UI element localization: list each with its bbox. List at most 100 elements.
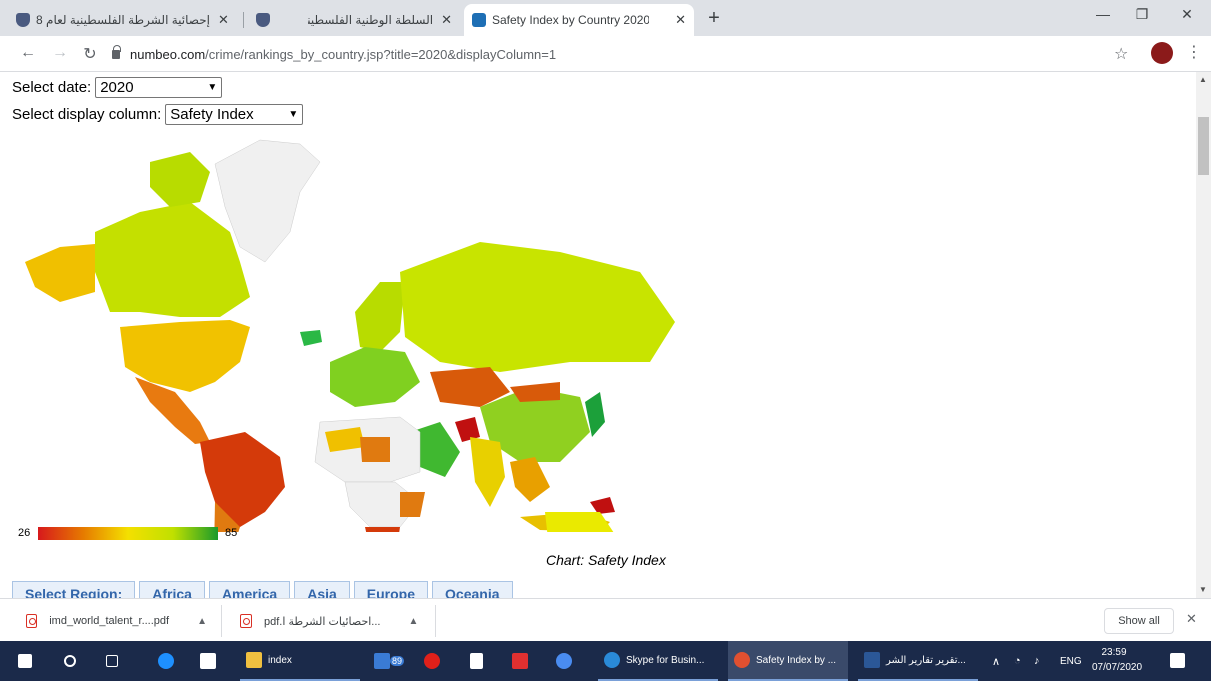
clock-time: 23:59 <box>1101 647 1127 658</box>
map-region-australia <box>545 512 614 532</box>
search-button[interactable] <box>64 641 82 681</box>
map-region-europe-west <box>330 347 420 407</box>
tab-palestinian-authority[interactable]: السلطة الوطنية الفلسطينية ✕ <box>300 4 460 36</box>
scroll-down-icon[interactable]: ▼ <box>1199 585 1207 594</box>
download-bar-close-icon[interactable]: ✕ <box>1186 611 1197 626</box>
taskbar-file[interactable] <box>470 641 489 681</box>
chevron-up-icon[interactable]: ▲ <box>408 615 419 627</box>
volume-icon: ♪ <box>1034 655 1040 667</box>
windows-taskbar: index 89 Skype for Busin... Safety Index… <box>0 641 1211 681</box>
back-button[interactable]: ← <box>20 44 36 61</box>
taskbar-app-label: Safety Index by ... <box>756 654 837 666</box>
map-region-arctic-islands <box>150 152 210 207</box>
profile-avatar[interactable] <box>1151 42 1173 64</box>
taskbar-app-skype[interactable]: Skype for Busin... <box>598 641 718 681</box>
numbeo-favicon-icon <box>472 13 486 27</box>
taskbar-edge[interactable] <box>158 641 180 681</box>
taskbar-app-word[interactable]: ...تقرير تقارير الشر <box>858 641 978 681</box>
tray-volume[interactable]: ♪ <box>1034 641 1040 681</box>
tray-network[interactable]: ◔ <box>1014 641 1021 681</box>
vertical-scrollbar[interactable]: ▲ ▼ <box>1196 72 1211 598</box>
region-tab-oceania[interactable]: Oceania <box>432 581 513 598</box>
tab-title: السلطة الوطنية الفلسطينية <box>308 13 434 27</box>
browser-menu-icon[interactable]: ⋮ <box>1186 44 1202 61</box>
taskbar-app-chrome-safety[interactable]: Safety Index by ... <box>728 641 848 681</box>
region-tab-select[interactable]: Select Region: <box>12 581 136 598</box>
bookmark-star-icon[interactable]: ☆ <box>1114 46 1129 63</box>
window-close-button[interactable]: ✕ <box>1181 6 1193 22</box>
taskbar-mail[interactable]: 89 <box>374 641 405 681</box>
tab-close-icon[interactable]: ✕ <box>441 12 452 27</box>
chrome-icon <box>734 652 750 668</box>
download-item[interactable]: imd_world_talent_r....pdf ▲ <box>12 605 222 637</box>
region-tab-america[interactable]: America <box>208 581 291 598</box>
taskbar-media[interactable] <box>512 641 534 681</box>
taskbar-store[interactable] <box>200 641 222 681</box>
map-region-southeast-asia <box>510 457 550 502</box>
tab-police-stats[interactable]: إحصائية الشرطة الفلسطينية لعام 8 ✕ <box>8 4 243 36</box>
map-region-alaska <box>25 244 95 302</box>
browser-toolbar: ← → ↻ numbeo.com /crime/rankings_by_coun… <box>0 36 1211 72</box>
chevron-up-icon[interactable]: ▲ <box>197 615 207 627</box>
pdf-file-icon <box>26 614 38 628</box>
task-view-icon <box>106 655 118 667</box>
chevron-down-icon: ▼ <box>207 82 218 93</box>
opera-icon <box>424 653 440 669</box>
download-filename: ...احصائيات الشرطة ا.pdf <box>264 615 381 628</box>
tab-safety-index[interactable]: Safety Index by Country 2020 ✕ <box>464 4 694 36</box>
file-icon <box>470 653 483 669</box>
wifi-icon: ◔ <box>1014 655 1021 667</box>
minimize-button[interactable]: — <box>1096 6 1110 22</box>
scroll-up-icon[interactable]: ▲ <box>1199 75 1207 84</box>
new-tab-button[interactable]: + <box>708 7 720 29</box>
media-icon <box>512 653 528 669</box>
map-region-russia <box>400 242 675 372</box>
show-all-button[interactable]: Show all <box>1104 608 1174 634</box>
police-shield-icon <box>16 13 30 27</box>
select-column-label: Select display column: <box>12 106 162 123</box>
start-button[interactable] <box>18 641 38 681</box>
map-region-usa <box>120 320 250 392</box>
taskbar-app-index[interactable]: index <box>240 641 360 681</box>
tab-close-icon[interactable]: ✕ <box>675 12 686 27</box>
restore-button[interactable]: ❐ <box>1135 6 1149 22</box>
taskbar-clock[interactable]: 23:59 07/07/2020 <box>1092 645 1142 675</box>
scrollbar-thumb[interactable] <box>1198 117 1209 175</box>
tab-close-icon[interactable]: ✕ <box>217 12 229 27</box>
select-date-dropdown[interactable]: 2020 ▼ <box>95 77 223 98</box>
taskbar-chrome[interactable] <box>556 641 578 681</box>
download-bar: imd_world_talent_r....pdf ▲ ...احصائيات … <box>0 598 1211 641</box>
tab-title: إحصائية الشرطة الفلسطينية لعام 8 <box>36 13 210 27</box>
select-column-value: Safety Index <box>170 106 254 123</box>
tray-language[interactable]: ENG <box>1060 641 1082 681</box>
region-tab-europe[interactable]: Europe <box>353 581 429 598</box>
map-region-papua-new-guinea <box>590 497 615 514</box>
map-region-south-america <box>200 432 285 532</box>
task-view-button[interactable] <box>106 641 124 681</box>
map-region-canada <box>95 202 250 317</box>
language-indicator: ENG <box>1060 655 1082 667</box>
edge-icon <box>158 653 174 669</box>
region-tab-asia[interactable]: Asia <box>294 581 350 598</box>
taskbar-app-label: Skype for Busin... <box>626 654 705 666</box>
address-bar[interactable]: numbeo.com /crime/rankings_by_country.js… <box>112 41 1202 67</box>
world-map[interactable] <box>0 132 680 532</box>
tray-overflow[interactable]: ∧ <box>992 641 1000 681</box>
chevron-up-icon[interactable]: ∧ <box>992 655 1001 668</box>
region-tab-africa[interactable]: Africa <box>139 581 205 598</box>
reload-button[interactable]: ↻ <box>83 46 97 63</box>
select-column-dropdown[interactable]: Safety Index ▼ <box>165 104 304 125</box>
notification-center-icon[interactable] <box>1170 653 1185 668</box>
map-region-india <box>470 437 505 507</box>
url-path: /crime/rankings_by_country.jsp?title=202… <box>205 46 557 62</box>
chevron-down-icon: ▼ <box>288 109 299 120</box>
page-content: Select date: 2020 ▼ Select display colum… <box>0 72 1196 598</box>
url-host: numbeo.com <box>130 46 206 62</box>
download-item[interactable]: ...احصائيات الشرطة ا.pdf ▲ <box>226 605 436 637</box>
tab-pinned[interactable] <box>248 4 278 36</box>
taskbar-opera[interactable] <box>424 641 446 681</box>
map-region-northwest-africa <box>325 427 365 452</box>
pdf-file-icon <box>240 614 252 628</box>
forward-button[interactable]: → <box>52 44 68 61</box>
